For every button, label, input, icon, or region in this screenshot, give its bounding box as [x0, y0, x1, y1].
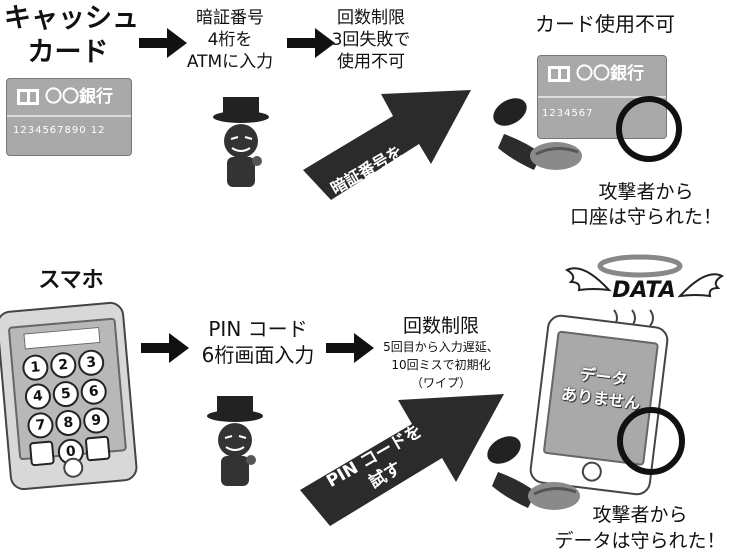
- top-step1-line2: 4桁を: [207, 30, 253, 50]
- data-wing-right-icon: [677, 273, 725, 298]
- key-5[interactable]: 5: [51, 380, 80, 409]
- top-step2-line2: 3回失敗で: [331, 30, 411, 50]
- card-disabled-title: カード使用不可: [535, 12, 675, 36]
- cash-card-title-line2: カード: [27, 37, 109, 68]
- lock-ring-icon-top: [616, 96, 682, 162]
- attacker-icon-top: [213, 97, 269, 187]
- bottom-step1-line2: 6桁画面入力: [201, 343, 315, 367]
- key-blank-left[interactable]: [28, 440, 55, 467]
- fallen-attacker-icon-bottom: [487, 436, 580, 510]
- fallen-attacker-icon-top: [493, 98, 582, 170]
- top-conclusion-line1: 攻撃者から: [598, 181, 694, 203]
- bottom-step2-line4: （ワイプ）: [410, 376, 471, 390]
- key-1[interactable]: 1: [21, 353, 50, 382]
- bottom-step2-line1: 回数制限: [402, 315, 479, 337]
- attack-arrow-top: [303, 90, 471, 200]
- key-7[interactable]: 7: [26, 411, 55, 440]
- key-3[interactable]: 3: [77, 348, 106, 377]
- card-result-stripe: [538, 96, 666, 98]
- key-blank-right[interactable]: [84, 435, 111, 462]
- bottom-step1: PIN コード 6桁画面入力: [188, 316, 328, 368]
- data-wing-left-icon: [564, 267, 612, 292]
- key-2[interactable]: 2: [49, 351, 78, 380]
- bottom-conclusion-line2: データは守られた！: [554, 530, 726, 552]
- cash-card-title-line1: キャッシュ: [4, 3, 139, 34]
- bottom-step2-line2: 5回目から入力遅延、: [383, 340, 499, 354]
- card-bank-mark: 〇〇銀行: [45, 87, 113, 107]
- top-conclusion-line2: 口座は守られた！: [569, 206, 722, 228]
- key-6[interactable]: 6: [79, 377, 108, 406]
- top-step1: 暗証番号 4桁を ATMに入力: [170, 7, 290, 73]
- top-step2-line3: 使用不可: [337, 52, 405, 72]
- bottom-step2-line3: 10回ミスで初期化: [391, 358, 491, 372]
- bottom-conclusion-line1: 攻撃者から: [592, 504, 688, 526]
- data-halo-icon: [597, 254, 683, 278]
- bottom-step1-line1: PIN コード: [208, 317, 308, 341]
- top-step1-line1: 暗証番号: [196, 8, 264, 28]
- smartphone-title: スマホ: [38, 268, 104, 293]
- key-4[interactable]: 4: [23, 382, 53, 411]
- flow-arrow-1-top: [139, 28, 187, 58]
- card-logo-divider-result: [558, 66, 561, 82]
- data-banner: DATA: [612, 278, 676, 303]
- top-step1-line3: ATMに入力: [186, 52, 274, 72]
- card-stripe: [7, 115, 131, 117]
- top-step2-line1: 回数制限: [337, 8, 405, 28]
- flow-arrow-2-top: [287, 28, 335, 58]
- smartphone-left: 1 2 3 4 5 6 7 8 9 0: [0, 300, 139, 492]
- top-step2: 回数制限 3回失敗で 使用不可: [323, 7, 419, 73]
- home-button-icon: [62, 456, 85, 479]
- key-8[interactable]: 8: [54, 408, 83, 438]
- card-result-bank-mark: 〇〇銀行: [576, 64, 644, 84]
- cash-card-title: キャッシュ カード: [4, 2, 139, 70]
- bottom-conclusion: 攻撃者から データは守られた！: [540, 502, 740, 554]
- attacker-icon-bottom: [207, 396, 263, 486]
- card-result-number: 1234567: [542, 108, 594, 119]
- lock-ring-icon-bottom: [617, 407, 685, 475]
- card-number: 1234567890 12: [13, 125, 106, 136]
- key-9[interactable]: 9: [82, 406, 111, 435]
- flow-arrow-1-bottom: [141, 333, 189, 363]
- attack-arrow-bottom: [300, 394, 504, 526]
- cash-card: 〇〇銀行 1234567890 12: [6, 78, 132, 156]
- top-conclusion: 攻撃者から 口座は守られた！: [556, 180, 736, 230]
- bottom-step2: 回数制限 5回目から入力遅延、 10回ミスで初期化 （ワイプ）: [366, 314, 516, 392]
- flow-arrow-2-bottom: [326, 333, 374, 363]
- keypad: 1 2 3 4 5 6 7 8 9 0: [21, 348, 115, 469]
- card-logo-divider: [27, 89, 30, 105]
